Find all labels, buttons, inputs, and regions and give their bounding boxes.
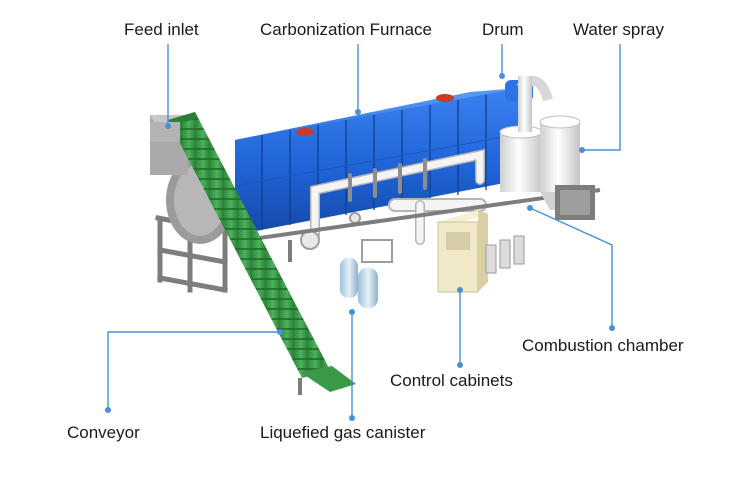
gas-canisters bbox=[340, 239, 393, 308]
flange-right bbox=[436, 94, 454, 102]
burner-units bbox=[485, 235, 525, 274]
label-feed-inlet: Feed inlet bbox=[124, 20, 199, 39]
inclined-conveyor bbox=[150, 112, 356, 395]
label-control-cabinets: Control cabinets bbox=[390, 371, 513, 390]
label-combustion-chamber: Combustion chamber bbox=[522, 336, 684, 355]
combustion-chamber bbox=[555, 185, 595, 220]
label-conveyor: Conveyor bbox=[67, 423, 140, 442]
flange-left bbox=[296, 128, 314, 136]
label-carbonization-furnace: Carbonization Furnace bbox=[260, 20, 432, 39]
valve-wheel-2 bbox=[349, 212, 361, 224]
gas-pipeline bbox=[310, 148, 487, 245]
label-liquefied-gas-canister: Liquefied gas canister bbox=[260, 423, 426, 442]
leader-lines bbox=[105, 44, 621, 421]
label-water-spray: Water spray bbox=[573, 20, 665, 39]
carbonization-furnace bbox=[234, 80, 533, 235]
label-drum: Drum bbox=[482, 20, 524, 39]
control-cabinet bbox=[437, 210, 488, 293]
